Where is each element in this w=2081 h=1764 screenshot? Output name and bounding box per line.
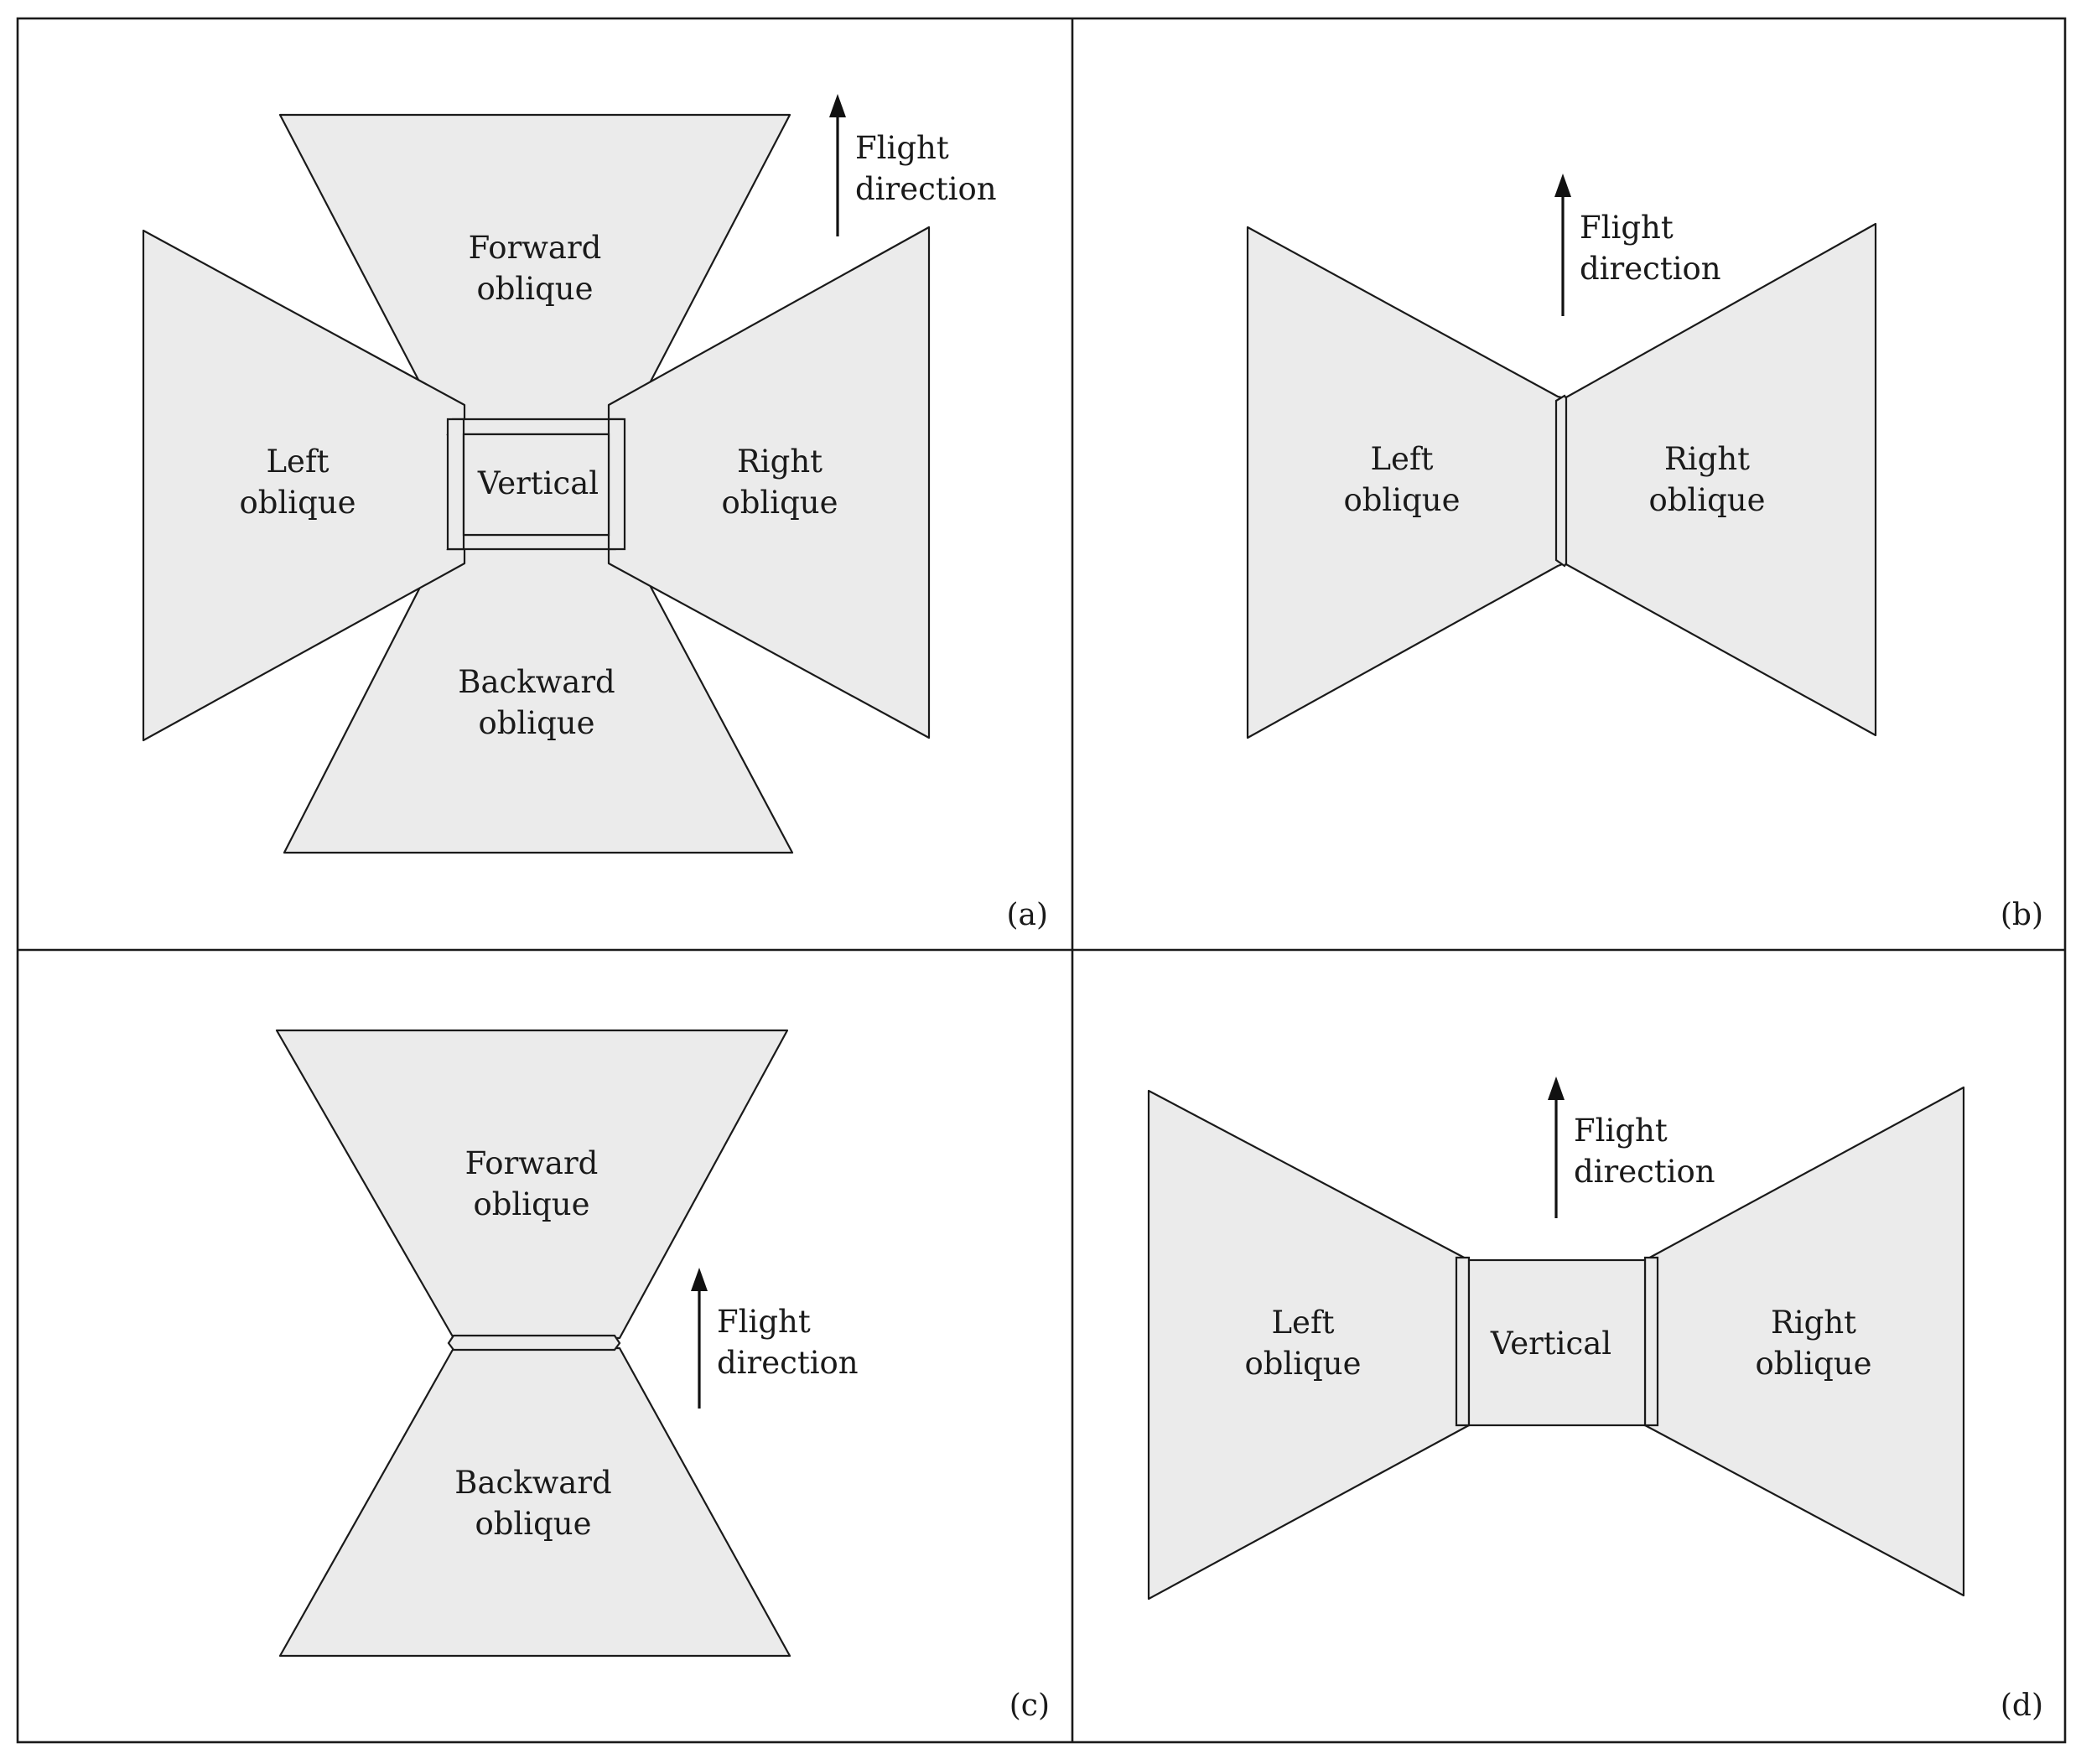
panel-b: Left oblique Right oblique Flight direct… [1246,174,2043,932]
flight-direction-arrowhead [691,1268,708,1291]
vertical-overlap-right [1643,1256,1659,1427]
right-label-line1: Right [1771,1305,1856,1341]
flight-label-line1: Flight [717,1304,811,1340]
right-label-line1: Right [1664,441,1750,477]
panel-d: Left oblique Right oblique Vertical Flig… [1147,1077,2043,1723]
panel-tag-d: (d) [2001,1689,2043,1723]
flight-direction-arrowhead [829,94,846,117]
forward-label-line2: oblique [476,271,593,307]
vertical-overlap-right [607,418,626,551]
vertical-overlap-top [446,418,624,436]
flight-label-line2: direction [1580,251,1721,287]
vertical-overlap-left [446,418,465,551]
panel-tag-a: (a) [1006,898,1048,932]
left-label-line2: oblique [1343,482,1460,518]
vertical-overlap-left [1455,1256,1471,1427]
vertical-footprint [462,433,610,537]
forward-label-line2: oblique [473,1186,589,1222]
backward-label-line2: oblique [478,705,594,741]
vertical-overlap-strip [447,1334,621,1352]
backward-label-line1: Backward [454,1465,612,1501]
left-oblique-footprint [1147,1089,1471,1601]
forward-label-line1: Forward [465,1145,599,1181]
flight-label-line1: Flight [1580,210,1674,246]
left-oblique-footprint [142,229,466,742]
panel-c: Forward oblique Backward oblique Flight … [275,1029,1050,1723]
right-label-line2: oblique [721,485,838,521]
backward-label-line2: oblique [475,1506,591,1542]
right-oblique-footprint [607,226,931,739]
left-label-line2: oblique [239,485,355,521]
vertical-footprint [1467,1258,1647,1427]
forward-label-line1: Forward [469,230,602,266]
backward-label-line1: Backward [458,664,615,700]
outer-frame [16,17,2067,1744]
left-label-line1: Left [266,444,329,480]
backward-oblique-footprint [278,1346,791,1658]
right-label-line1: Right [737,444,823,480]
flight-direction-arrowhead [1548,1077,1565,1100]
vertical-label: Vertical [1490,1326,1611,1362]
flight-label-line1: Flight [1574,1113,1668,1149]
left-label-line1: Left [1271,1305,1334,1341]
flight-label-line2: direction [717,1345,859,1381]
vertical-overlap-strip [1554,394,1568,568]
right-label-line2: oblique [1755,1346,1871,1382]
flight-label-line1: Flight [855,130,949,166]
left-label-line2: oblique [1244,1346,1361,1382]
flight-direction-arrowhead [1554,174,1571,197]
panel-tag-c: (c) [1009,1689,1050,1723]
vertical-label: Vertical [477,465,599,501]
flight-label-line2: direction [1574,1154,1715,1190]
panel-a: Forward oblique Backward oblique Left ob… [142,94,1048,932]
right-oblique-footprint [1563,222,1877,737]
panel-tag-b: (b) [2001,898,2043,932]
flight-label-line2: direction [855,171,997,207]
vertical-overlap-bottom [446,533,624,551]
forward-oblique-footprint [275,1029,789,1340]
left-label-line1: Left [1370,441,1433,477]
right-label-line2: oblique [1648,482,1765,518]
